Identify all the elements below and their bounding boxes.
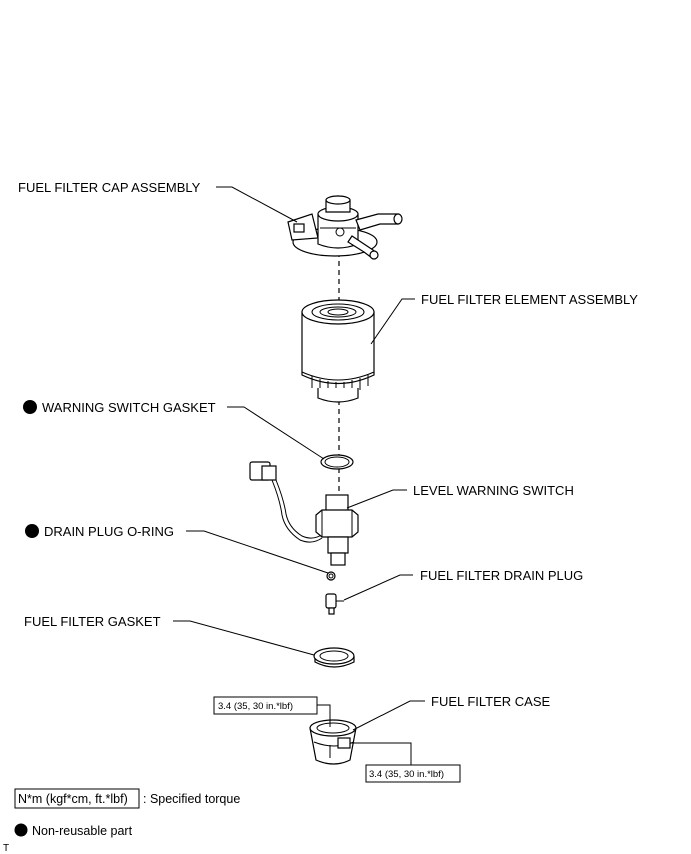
legend-torque-unit: N*m (kgf*cm, ft.*lbf) [18, 792, 128, 806]
label-filter-gasket: FUEL FILTER GASKET [24, 614, 161, 629]
label-element-assembly: FUEL FILTER ELEMENT ASSEMBLY [421, 292, 638, 307]
legend-nonreusable-text: Non-reusable part [32, 824, 133, 838]
nonreusable-marker [25, 524, 39, 538]
torque-callout-lower: 3.4 (35, 30 in.*lbf) [350, 742, 461, 783]
callout-filter-gasket: FUEL FILTER GASKET [24, 614, 315, 656]
callout-drain-plug: FUEL FILTER DRAIN PLUG [343, 568, 583, 601]
torque-value-lower: 3.4 (35, 30 in.*lbf) [369, 769, 444, 780]
warning-switch-gasket [320, 454, 354, 470]
nonreusable-marker [23, 400, 37, 414]
legend-torque-text: : Specified torque [143, 792, 240, 806]
label-drain-plug-oring: DRAIN PLUG O-RING [44, 524, 174, 539]
label-filter-case: FUEL FILTER CASE [431, 694, 551, 709]
callout-warning-switch-gasket: WARNING SWITCH GASKET [23, 400, 325, 460]
callout-level-warning-switch: LEVEL WARNING SWITCH [346, 483, 574, 509]
label-level-warning-switch: LEVEL WARNING SWITCH [413, 483, 574, 498]
corner-mark: T [3, 843, 9, 854]
fuel-filter-case [309, 719, 357, 765]
drain-plug-oring [326, 571, 336, 581]
torque-value-upper: 3.4 (35, 30 in.*lbf) [218, 701, 293, 712]
label-drain-plug: FUEL FILTER DRAIN PLUG [420, 568, 583, 583]
fuel-filter-gasket [313, 647, 355, 668]
legend-torque: N*m (kgf*cm, ft.*lbf) : Specified torque [14, 788, 240, 809]
torque-callout-upper: 3.4 (35, 30 in.*lbf) [213, 696, 331, 727]
label-warning-switch-gasket: WARNING SWITCH GASKET [42, 400, 216, 415]
legend-nonreusable: Non-reusable part [14, 823, 133, 838]
callout-cap-assembly: FUEL FILTER CAP ASSEMBLY [18, 180, 298, 223]
legend-torque-box [14, 788, 140, 809]
label-cap-assembly: FUEL FILTER CAP ASSEMBLY [18, 180, 201, 195]
torque-box-lower [365, 764, 461, 783]
callout-element-assembly: FUEL FILTER ELEMENT ASSEMBLY [370, 292, 638, 345]
callout-drain-plug-oring: DRAIN PLUG O-RING [25, 524, 329, 574]
fuel-filter-drain-plug [325, 593, 344, 615]
callout-filter-case: FUEL FILTER CASE [352, 694, 551, 731]
fuel-filter-element [301, 299, 375, 403]
fuel-filter-cap-assembly [287, 195, 403, 260]
nonreusable-marker [14, 823, 28, 837]
level-warning-switch [249, 461, 359, 566]
